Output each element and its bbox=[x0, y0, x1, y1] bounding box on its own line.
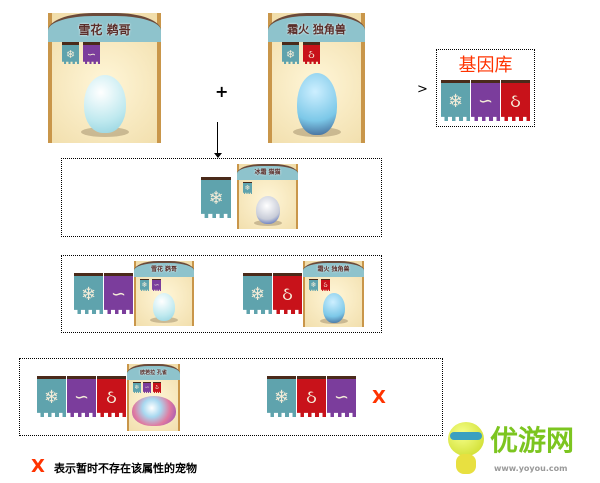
result-box-1 bbox=[61, 158, 382, 237]
ice-attribute-icon: ❄ bbox=[282, 42, 299, 64]
down-arrow bbox=[217, 122, 218, 155]
cat-pet-image bbox=[255, 196, 280, 224]
down-arrow-head bbox=[214, 153, 222, 158]
pelican-pet-image bbox=[153, 293, 175, 321]
result-box-2 bbox=[61, 255, 382, 333]
wind-attribute-icon: ∽ bbox=[327, 376, 356, 417]
wind-attribute-icon: ∽ bbox=[143, 382, 151, 393]
gene-pool-box: 基因库 ❄ ∽ ઠ bbox=[436, 49, 535, 127]
fire-attribute-icon: ઠ bbox=[297, 376, 326, 417]
wind-attribute-icon: ∽ bbox=[152, 279, 161, 291]
yoyou-logo: 优游网 www.yoyou.com bbox=[444, 410, 598, 482]
ice-attribute-icon: ❄ bbox=[37, 376, 66, 417]
pet-name: 雪花 鹈哥 bbox=[48, 13, 161, 42]
logo-text: 优游网 bbox=[490, 424, 575, 457]
fire-attribute-icon: ઠ bbox=[321, 279, 330, 291]
pet-card-snow-pelican: 雪花 鹈哥 ❄ ∽ bbox=[48, 13, 161, 143]
pet-card-aurora-peacock: 欧若拉 孔雀 ❄ ∽ ઠ bbox=[127, 364, 180, 431]
unicorn-pet-image bbox=[322, 293, 345, 323]
unicorn-pet-image bbox=[296, 73, 337, 135]
gene-pool-title: 基因库 bbox=[458, 55, 513, 76]
fire-attribute-icon: ઠ bbox=[501, 80, 530, 121]
fire-attribute-icon: ઠ bbox=[303, 42, 320, 64]
ice-attribute-icon: ❄ bbox=[441, 80, 470, 121]
pet-name: 霜火 独角兽 bbox=[303, 261, 364, 277]
fire-attribute-icon: ઠ bbox=[97, 376, 126, 417]
ice-attribute-icon: ❄ bbox=[243, 273, 272, 314]
pet-card-frost-unicorn-small: 霜火 独角兽 ❄ ઠ bbox=[303, 261, 364, 327]
pet-name: 欧若拉 孔雀 bbox=[127, 364, 180, 380]
ice-attribute-icon: ❄ bbox=[133, 382, 141, 393]
plus-sign: + bbox=[215, 82, 229, 101]
wind-attribute-icon: ∽ bbox=[104, 273, 133, 314]
logo-url: www.yoyou.com bbox=[494, 464, 568, 473]
fire-attribute-icon: ઠ bbox=[153, 382, 161, 393]
ice-attribute-icon: ❄ bbox=[309, 279, 318, 291]
pet-card-frost-unicorn: 霜火 独角兽 ❄ ઠ bbox=[268, 13, 365, 143]
wind-attribute-icon: ∽ bbox=[83, 42, 100, 64]
wind-attribute-icon: ∽ bbox=[471, 80, 500, 121]
pet-name: 冰霜 猫猫 bbox=[237, 164, 298, 180]
missing-pet-mark: X bbox=[372, 387, 386, 408]
ice-attribute-icon: ❄ bbox=[267, 376, 296, 417]
pet-name: 霜火 独角兽 bbox=[268, 13, 365, 42]
result-box-3 bbox=[19, 358, 443, 436]
peacock-pet-image bbox=[131, 396, 176, 426]
pet-card-snow-pelican-small: 雪花 鹈哥 ❄ ∽ bbox=[134, 261, 194, 326]
ice-attribute-icon: ❄ bbox=[140, 279, 149, 291]
greater-than-sign: > bbox=[417, 82, 428, 97]
legend-text: 表示暂时不存在该属性的宠物 bbox=[54, 462, 197, 475]
wind-attribute-icon: ∽ bbox=[67, 376, 96, 417]
pelican-pet-image bbox=[83, 75, 126, 133]
pet-card-ice-cat: 冰霜 猫猫 ❄ bbox=[237, 164, 298, 229]
ice-attribute-icon: ❄ bbox=[243, 182, 252, 194]
pet-name: 雪花 鹈哥 bbox=[134, 261, 194, 277]
ice-attribute-icon: ❄ bbox=[74, 273, 103, 314]
ice-attribute-icon: ❄ bbox=[201, 177, 231, 218]
ice-attribute-icon: ❄ bbox=[62, 42, 79, 64]
legend-mark: X bbox=[31, 456, 45, 477]
fire-attribute-icon: ઠ bbox=[273, 273, 302, 314]
